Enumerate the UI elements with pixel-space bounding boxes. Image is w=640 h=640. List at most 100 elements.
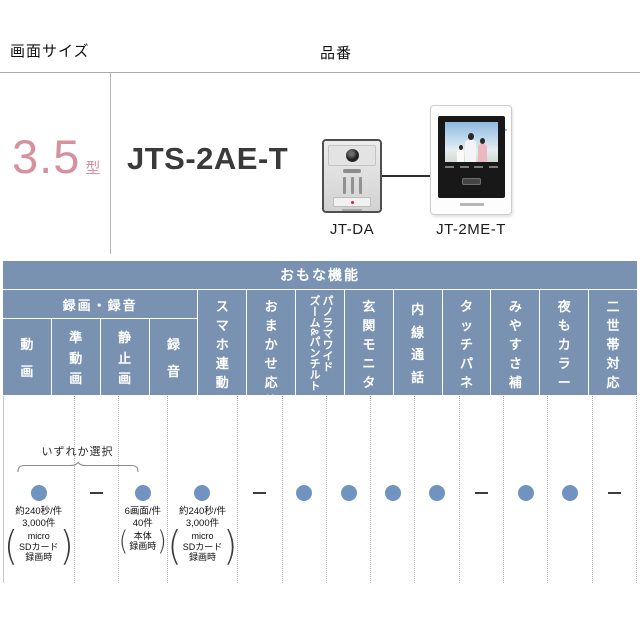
recording-group-header: 録画・録音	[3, 290, 198, 318]
header-divider-line	[0, 72, 640, 73]
header-char: す	[508, 337, 522, 352]
select-one-note: いずれか選択	[41, 446, 114, 458]
feature-column-header: 玄関モニター	[344, 290, 393, 409]
door-logo-mark	[342, 209, 362, 211]
feature-cell	[415, 396, 460, 583]
header-char: ス	[215, 299, 229, 314]
feature-cell	[283, 396, 327, 583]
paren-note-line: 録画時	[188, 552, 216, 563]
paren-note-line: 録画時	[25, 552, 53, 563]
header-char: 画	[20, 364, 34, 380]
door-call-button	[333, 197, 371, 208]
supported-dot-icon	[384, 485, 401, 501]
product-number-heading: 品番	[320, 45, 353, 62]
feature-note-line: 約240秒/件	[178, 506, 226, 517]
door-speaker-grille	[343, 169, 361, 174]
door-speaker-slits	[342, 177, 362, 195]
feature-column-label: 玄関モニター	[345, 290, 393, 409]
paren-note-line: 本体	[133, 530, 152, 541]
menu-key	[459, 166, 469, 168]
feature-mark-slot	[607, 485, 621, 501]
feature-cell	[75, 396, 119, 583]
feature-cell	[593, 396, 637, 583]
header-char: 応	[264, 375, 278, 390]
wiring-connector-line	[382, 175, 430, 177]
header-char: 二	[606, 299, 620, 314]
paren-note-line: micro	[27, 531, 50, 542]
header-char: さ	[508, 356, 522, 371]
feature-table-header: おもな機能 録画・録音 スマホ連動おまかせ応答パノラマワイド ズーム&パンチルト…	[3, 261, 637, 409]
column-divider-line	[110, 73, 111, 254]
monitor-model-label: JT-2ME-T	[436, 221, 506, 238]
header-char: 内	[411, 302, 425, 318]
feature-column-header: みやすさ補正	[491, 290, 540, 409]
feature-column-header: スマホ連動	[198, 290, 247, 395]
feature-column-header: 二世帯対応	[589, 290, 637, 395]
paren-note-line: micro	[191, 531, 214, 542]
feature-note-parenthetical: (本体録画時)	[118, 525, 167, 557]
monitor-logo-mark	[460, 203, 484, 206]
header-char: 動	[69, 350, 83, 366]
feature-note-line: 6画面/件	[124, 506, 161, 517]
feature-cell	[548, 396, 593, 583]
supported-dot-icon	[296, 485, 313, 501]
open-paren: (	[118, 525, 129, 557]
header-char: 録	[166, 336, 180, 352]
screen-person-figure	[465, 133, 476, 162]
close-paren: )	[223, 523, 238, 570]
close-paren: )	[157, 525, 167, 557]
recording-sub-header: 静止画	[100, 319, 149, 395]
header-char: 答	[264, 394, 278, 409]
feature-cell	[460, 396, 505, 583]
feature-column-label: 夜もカラー	[540, 290, 588, 395]
feature-cell	[504, 396, 549, 583]
supported-dot-icon	[30, 485, 47, 501]
select-brace-icon	[17, 462, 139, 473]
screen-size-number: 3.5	[12, 130, 81, 183]
header-char: ネ	[460, 375, 474, 390]
header-char: パ	[460, 356, 474, 371]
header-char: 静	[118, 329, 132, 345]
header-char: 動	[215, 375, 229, 390]
header-char: 通	[411, 347, 425, 363]
feature-column-header: 内線通話	[393, 290, 442, 395]
header-char: マ	[215, 318, 229, 333]
header-char: ー	[557, 375, 571, 390]
paren-note-lines: 本体録画時	[129, 531, 156, 552]
header-char: か	[264, 337, 278, 352]
header-char: 連	[215, 356, 229, 371]
feature-note-line: 3,000件	[185, 517, 220, 529]
model-number: JTS-2AE-T	[127, 141, 289, 176]
menu-key	[474, 166, 484, 168]
feature-column-label: おまかせ応答	[247, 290, 295, 409]
feature-column-label: スマホ連動	[198, 290, 246, 395]
supported-dot-icon	[562, 485, 579, 501]
feature-cell	[371, 396, 416, 583]
header-char: チ	[460, 337, 474, 352]
header-char: ラ	[557, 356, 571, 371]
screen-person-figure	[478, 138, 487, 162]
header-char: 応	[606, 375, 620, 390]
header-char: ホ	[215, 337, 229, 352]
header-char: 対	[606, 356, 620, 371]
feature-mark-slot	[474, 485, 488, 501]
feature-mark-slot	[429, 485, 446, 501]
header-char: ー	[362, 394, 376, 409]
feature-mark-slot	[517, 485, 534, 501]
header-char: タ	[362, 375, 376, 390]
header-char: 帯	[606, 337, 620, 352]
header-char: 補	[508, 375, 522, 390]
feature-column-label: パノラマワイド ズーム&パンチルト	[307, 294, 333, 391]
speaker-slit	[342, 177, 346, 195]
supported-dot-icon	[517, 485, 534, 501]
supported-dot-icon	[134, 485, 151, 501]
feature-mark-slot	[562, 485, 579, 501]
